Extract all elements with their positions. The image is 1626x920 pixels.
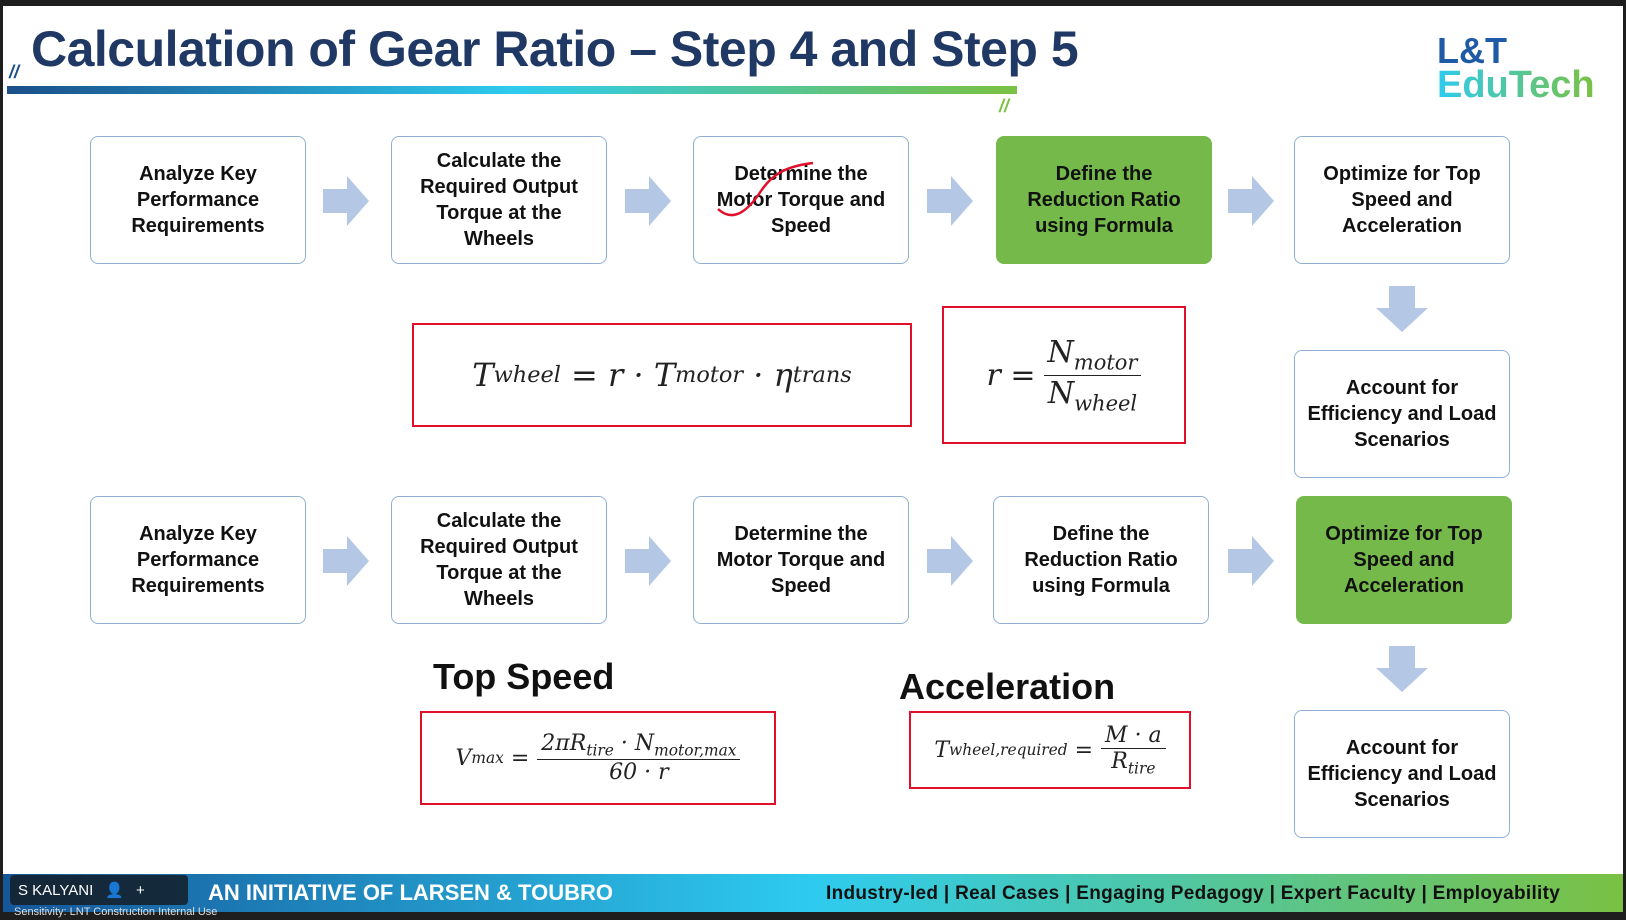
plus-icon[interactable]: + bbox=[136, 881, 145, 899]
formula-term: · η bbox=[753, 356, 793, 394]
formula-term: N bbox=[1047, 375, 1075, 411]
participant-name: S KALYANI bbox=[18, 881, 94, 899]
formula-term: 2πR bbox=[541, 730, 587, 756]
formula-term: N bbox=[1047, 335, 1074, 371]
title-underline-tick: // bbox=[999, 96, 1010, 116]
formula-term: = bbox=[510, 745, 530, 771]
step-box-3: Determine the Motor Torque and Speed bbox=[693, 496, 909, 624]
formula-term: R bbox=[1111, 748, 1128, 774]
step-box-1: Analyze Key Performance Requirements bbox=[90, 496, 306, 624]
formula-term: r = bbox=[986, 357, 1036, 393]
formula-subscript: tire bbox=[586, 741, 614, 760]
participant-name-chip[interactable]: S KALYANI 👤 + bbox=[10, 875, 188, 905]
formula-subscript: motor bbox=[1073, 350, 1138, 375]
right-arrow-icon bbox=[927, 536, 973, 586]
step-box-6: Account for Efficiency and Load Scenario… bbox=[1294, 350, 1510, 478]
step-box-5-highlighted: Optimize for Top Speed and Acceleration bbox=[1296, 496, 1512, 624]
step-box-3: Determine the Motor Torque and Speed bbox=[693, 136, 909, 264]
right-arrow-icon bbox=[1228, 176, 1274, 226]
formula-term: V bbox=[455, 745, 472, 771]
down-arrow-icon bbox=[1376, 286, 1428, 332]
formula-subscript: wheel bbox=[1074, 390, 1138, 415]
step-box-2: Calculate the Required Output Torque at … bbox=[391, 136, 607, 264]
acceleration-heading: Acceleration bbox=[899, 666, 1116, 707]
formula-subscript: wheel bbox=[493, 362, 561, 388]
formula-subscript: tire bbox=[1127, 759, 1156, 778]
sensitivity-label: Sensitivity: LNT Construction Internal U… bbox=[14, 906, 218, 918]
title-underline-tick: // bbox=[9, 62, 20, 82]
formula-subscript: motor,max bbox=[654, 741, 737, 760]
lt-edutech-logo: L&T EduTech bbox=[1437, 30, 1595, 106]
right-arrow-icon bbox=[625, 536, 671, 586]
right-arrow-icon bbox=[323, 176, 369, 226]
step-box-4-highlighted: Define the Reduction Ratio using Formula bbox=[996, 136, 1212, 264]
formula-term: · N bbox=[620, 730, 655, 756]
footer-initiative: AN INITIATIVE OF LARSEN & TOUBRO bbox=[208, 880, 613, 905]
slide-title: Calculation of Gear Ratio – Step 4 and S… bbox=[31, 21, 1079, 77]
formula-term: = r · T bbox=[571, 356, 676, 394]
title-underline bbox=[7, 86, 1017, 94]
right-arrow-icon bbox=[927, 176, 973, 226]
top-speed-heading: Top Speed bbox=[433, 656, 615, 697]
step-box-6: Account for Efficiency and Load Scenario… bbox=[1294, 710, 1510, 838]
formula-subscript: motor bbox=[675, 362, 744, 388]
formula-subscript: trans bbox=[792, 362, 852, 388]
step-box-1: Analyze Key Performance Requirements bbox=[90, 136, 306, 264]
slide: Calculation of Gear Ratio – Step 4 and S… bbox=[3, 6, 1623, 912]
user-icon: 👤 bbox=[105, 882, 124, 899]
formula-term: 60 · r bbox=[609, 760, 669, 786]
right-arrow-icon bbox=[1228, 536, 1274, 586]
down-arrow-icon bbox=[1376, 646, 1428, 692]
step-box-5: Optimize for Top Speed and Acceleration bbox=[1294, 136, 1510, 264]
logo-line2: EduTech bbox=[1437, 64, 1595, 106]
formula-term: T bbox=[472, 356, 494, 394]
formula-term: M · a bbox=[1101, 723, 1166, 749]
step-box-2: Calculate the Required Output Torque at … bbox=[391, 496, 607, 624]
step-box-4: Define the Reduction Ratio using Formula bbox=[993, 496, 1209, 624]
logo-line1: L&T bbox=[1437, 30, 1507, 71]
right-arrow-icon bbox=[625, 176, 671, 226]
footer-bar: AN INITIATIVE OF LARSEN & TOUBRO Industr… bbox=[3, 874, 1623, 912]
footer-tagline: Industry-led | Real Cases | Engaging Ped… bbox=[826, 883, 1561, 904]
formula-subscript: max bbox=[471, 749, 504, 767]
formula-term: T bbox=[934, 737, 950, 763]
right-arrow-icon bbox=[323, 536, 369, 586]
formula-term: = bbox=[1074, 737, 1094, 763]
formula-subscript: wheel,required bbox=[949, 741, 1068, 759]
